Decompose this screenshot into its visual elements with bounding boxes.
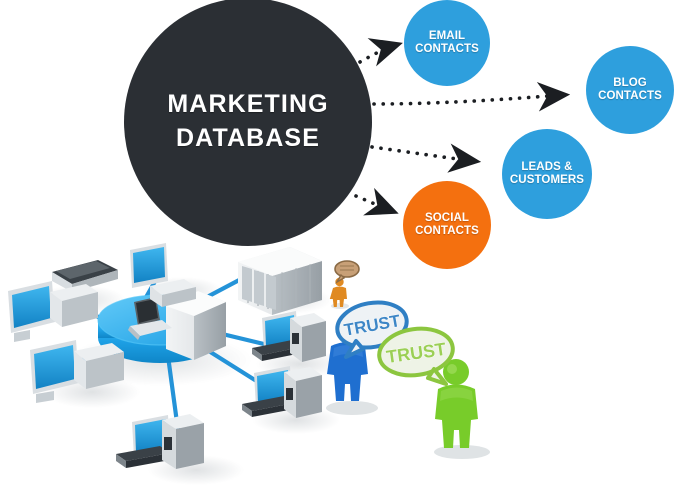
network-node-monitor-left-1	[8, 281, 98, 342]
hub-arrows	[354, 38, 571, 216]
marketing-database-hub-label: MARKETING DATABASE	[167, 90, 329, 152]
network-node-desktop-right-2	[242, 366, 322, 418]
node-leads-customers[interactable]: LEADS & CUSTOMERS	[502, 129, 592, 219]
trust-bubble-green: TRUST	[377, 326, 455, 386]
node-social-contacts-label: SOCIAL CONTACTS	[415, 212, 479, 237]
node-email-contacts[interactable]: EMAIL CONTACTS	[404, 0, 490, 86]
person-green	[434, 359, 490, 459]
network-node-monitor-top	[130, 243, 196, 307]
node-leads-customers-label: LEADS & CUSTOMERS	[509, 161, 585, 186]
network-center-laptop	[128, 297, 172, 340]
arrow-to-email	[358, 38, 403, 67]
person-orange	[329, 277, 349, 309]
network-node-desktop-bottom	[116, 414, 204, 469]
node-blog-contacts-label: BLOG CONTACTS	[598, 77, 662, 102]
network-node-server-rack	[238, 247, 322, 315]
network-node-monitor-left-2	[30, 340, 124, 403]
small-bubble-orange	[334, 260, 360, 284]
node-email-contacts-label: EMAIL CONTACTS	[415, 30, 479, 55]
node-social-contacts[interactable]: SOCIAL CONTACTS	[403, 181, 491, 269]
network-center-server	[166, 291, 226, 360]
arrow-to-social	[354, 187, 399, 216]
arrow-to-leads	[370, 143, 482, 173]
marketing-database-hub[interactable]: MARKETING DATABASE	[124, 0, 372, 246]
node-blog-contacts[interactable]: BLOG CONTACTS	[586, 46, 674, 134]
network-node-desktop-right-1	[252, 311, 326, 362]
arrow-to-blog	[372, 82, 571, 112]
